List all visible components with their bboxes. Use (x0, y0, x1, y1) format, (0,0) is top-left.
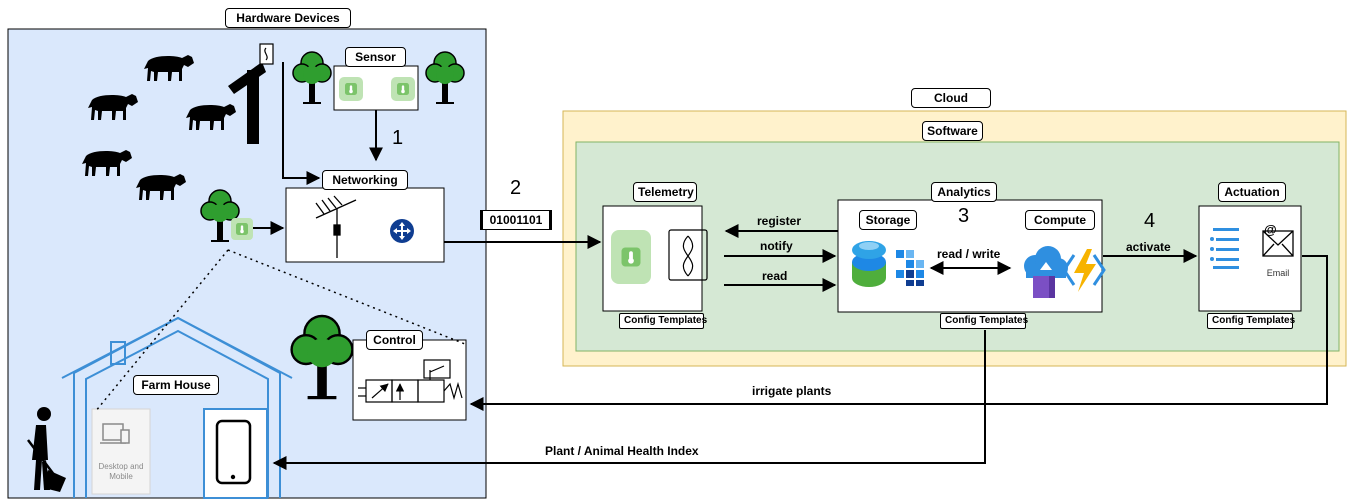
step-2: 2 (510, 177, 522, 199)
data-grid-icon (896, 250, 924, 286)
function-icon (1062, 249, 1106, 292)
notify-label: notify (760, 239, 793, 253)
step-1: 1 (392, 127, 404, 149)
telemetry-label: Telemetry (633, 182, 697, 202)
register-label: register (757, 214, 802, 228)
activate-label: activate (1126, 240, 1171, 254)
desktop-mobile-label: Desktop and Mobile (98, 462, 144, 481)
health-index-label: Plant / Animal Health Index (545, 444, 699, 458)
antenna-icon (315, 195, 357, 258)
connectors (253, 62, 1328, 470)
dotted-links (94, 249, 466, 413)
actuation-config-templates: Config Templates (1207, 313, 1295, 329)
hardware-devices-label: Hardware Devices (225, 8, 351, 28)
networking-box (285, 187, 445, 263)
telemetry-thermometer-icon (611, 230, 651, 284)
binary-data-label: 01001101 (480, 210, 552, 230)
actuation-label: Actuation (1218, 182, 1286, 202)
devices-icon (100, 423, 130, 444)
event-list-icon (1210, 228, 1239, 269)
analytics-label: Analytics (931, 182, 997, 202)
email-label: Email (1266, 268, 1290, 278)
farm-house-label: Farm House (133, 375, 219, 395)
thermometer-icon (391, 77, 415, 101)
irrigate-arrow (469, 255, 1328, 411)
field-sensor-icon (231, 218, 253, 240)
cloud-label: Cloud (911, 88, 991, 108)
thermometer-icon (339, 77, 363, 101)
hygrometer-icon (668, 229, 708, 281)
email-icon (1262, 230, 1294, 257)
pole-to-network-arrow (282, 62, 321, 185)
storage-label: Storage (859, 210, 917, 230)
control-label: Control (366, 330, 423, 350)
smartphone-icon (215, 419, 252, 485)
health-index-arrow (272, 330, 986, 470)
compute-label: Compute (1025, 210, 1095, 230)
cloud-upload-icon (1024, 246, 1068, 298)
step-3: 3 (958, 205, 970, 227)
analytics-config-templates: Config Templates (940, 313, 1028, 329)
step-4: 4 (1144, 210, 1156, 232)
telemetry-config-templates: Config Templates (619, 313, 707, 329)
farm-house-outline (61, 316, 293, 499)
farmer-icon (27, 407, 66, 492)
read-label: read (762, 269, 788, 283)
read-write-label: read / write (937, 247, 1001, 261)
sensor-label: Sensor (345, 47, 406, 67)
router-icon (390, 219, 414, 243)
actuation-box (1198, 205, 1302, 312)
valve-icon (358, 359, 463, 403)
sensor-pole-icon (228, 43, 274, 144)
at-sign-glyph: @ (1264, 222, 1277, 237)
desktop-mobile-card (91, 408, 151, 495)
irrigate-plants-label: irrigate plants (752, 384, 832, 398)
networking-label: Networking (322, 170, 408, 190)
storage-icon (852, 241, 886, 287)
software-label: Software (922, 121, 983, 141)
